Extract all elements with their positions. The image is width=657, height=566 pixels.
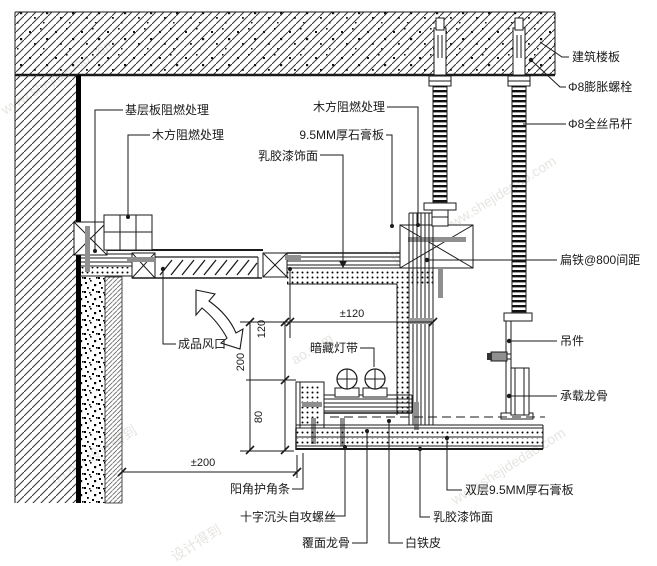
label-facing-keel: 覆面龙骨 — [302, 536, 350, 550]
watermark-text: 设计得到 — [168, 521, 224, 564]
label-load-bearing-keel: 承载龙骨 — [560, 389, 608, 403]
screw-icon — [127, 257, 155, 262]
hanger-rod-2 — [487, 18, 533, 419]
label-building-slab: 建筑楼板 — [572, 49, 620, 64]
label-gypsum-9-5: 9.5MM厚石膏板 — [299, 127, 384, 142]
label-corner-bead: 阳角护角条 — [230, 482, 290, 496]
bulkhead — [397, 213, 433, 430]
dimensions — [118, 267, 437, 478]
lamp-symbol — [363, 369, 387, 397]
label-wood-fire-left: 木方阻燃处理 — [152, 127, 224, 142]
concrete-slab — [15, 12, 555, 75]
wall-face-line — [76, 75, 81, 503]
flat-iron-strap — [409, 318, 433, 324]
dim-cove-width: ±120 — [340, 308, 364, 320]
label-latex-paint-top: 乳胶漆饰面 — [258, 148, 318, 163]
wood-block-x1 — [74, 222, 107, 255]
wood-block-x2 — [132, 253, 155, 278]
hanger-clip — [487, 313, 533, 419]
screw-icon — [438, 268, 443, 298]
cove-lip — [296, 382, 324, 450]
label-self-tapping-screw: 十字沉头自攻螺丝 — [240, 509, 336, 524]
label-tin-sheet: 白铁皮 — [405, 535, 441, 550]
screw-icon — [302, 402, 322, 407]
label-hanger-rod: Φ8全丝吊杆 — [568, 116, 632, 131]
wood-block-corner — [400, 225, 473, 268]
airflow-arrow-icon — [196, 290, 243, 349]
lamp-symbol — [335, 369, 359, 397]
screw-icon — [408, 237, 466, 242]
structural-wall — [15, 12, 122, 503]
label-double-gypsum: 双层9.5MM厚石膏板 — [465, 482, 574, 497]
screw-icon — [414, 402, 419, 430]
dim-drop-bottom: 80 — [253, 411, 265, 423]
vent-louver — [132, 257, 262, 278]
bolt-icon — [491, 352, 507, 361]
dim-drop-top: 120 — [256, 320, 268, 338]
wood-frame-grid — [104, 215, 152, 250]
label-hanger-part: 吊件 — [560, 334, 584, 348]
carrier-channel — [511, 368, 529, 415]
label-hidden-light-strip: 暗藏灯带 — [310, 340, 358, 355]
label-finished-vent: 成品风口 — [178, 337, 226, 351]
wall-finish-layer — [105, 277, 122, 503]
dim-wall-offset: ±200 — [191, 457, 215, 469]
light-cove — [296, 369, 412, 450]
label-base-board-fire: 基层板阻燃处理 — [125, 102, 209, 117]
expansion-bolt-sleeve — [434, 28, 446, 75]
expansion-bolt-sleeve — [513, 28, 525, 75]
bottom-gypsum-board — [296, 417, 545, 449]
screw-icon — [285, 255, 301, 260]
leader-lines — [93, 42, 569, 543]
labels: 建筑楼板 Φ8膨胀螺栓 Φ8全丝吊杆 基层板阻燃处理 木方阻燃处理 木方阻燃处理… — [125, 49, 640, 550]
label-wood-fire-right: 木方阻燃处理 — [313, 99, 385, 114]
hanger-rod-1 — [424, 18, 456, 226]
screw-icon — [85, 226, 90, 272]
label-expansion-bolt: Φ8膨胀螺栓 — [568, 79, 632, 94]
dim-drop-total: 200 — [235, 353, 247, 371]
wall-plaster-layer — [81, 277, 105, 503]
wood-block-x3 — [263, 253, 287, 277]
label-latex-paint-bottom: 乳胶漆饰面 — [433, 509, 493, 524]
upper-ceiling — [74, 215, 473, 298]
label-flat-iron: 扁铁@800间距 — [560, 253, 640, 267]
